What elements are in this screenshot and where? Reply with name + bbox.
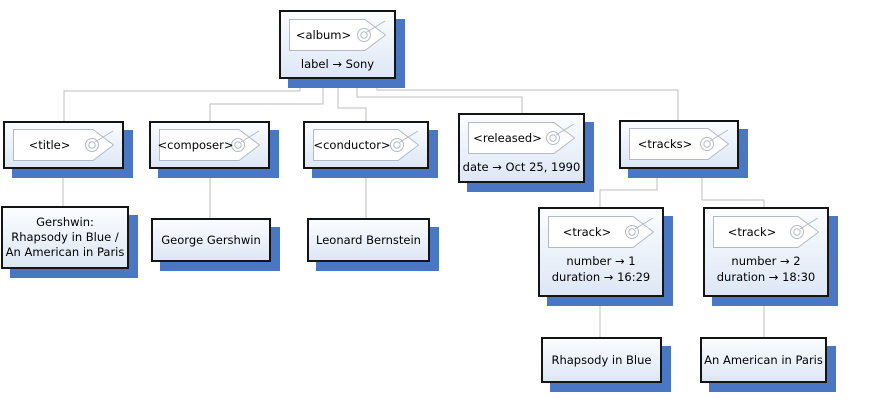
attribute: duration → 18:30: [716, 270, 816, 284]
connector: [376, 79, 679, 121]
node-conductor[interactable]: <conductor>: [303, 121, 429, 169]
tag-icon: <composer>: [157, 129, 260, 161]
tag-icon: <track>: [713, 216, 819, 248]
node-released[interactable]: <released> date → Oct 25, 1990: [458, 113, 585, 183]
attribute: number → 2: [731, 254, 801, 268]
value-track-2[interactable]: An American in Paris: [700, 337, 827, 383]
attribute: date → Oct 25, 1990: [462, 160, 581, 174]
connector: [209, 79, 324, 122]
attribute: duration → 16:29: [551, 270, 651, 284]
element-name: <track>: [727, 225, 777, 239]
node-title[interactable]: <title>: [3, 121, 124, 169]
element-name: <album>: [295, 28, 352, 42]
element-name: <tracks>: [637, 137, 693, 151]
tag-icon: <title>: [13, 129, 114, 161]
attribute-list: number → 1 duration → 16:29: [540, 253, 662, 285]
element-name: <composer>: [157, 138, 234, 152]
element-name: <conductor>: [313, 138, 391, 152]
connector: [356, 79, 523, 114]
connector: [337, 79, 367, 122]
element-name: <released>: [473, 131, 542, 145]
node-album[interactable]: <album> label → Sony: [279, 10, 396, 79]
attribute-list: number → 2 duration → 18:30: [705, 253, 827, 285]
attribute-list: label → Sony: [281, 56, 394, 72]
value-title[interactable]: Gershwin: Rhapsody in Blue / An American…: [1, 206, 129, 269]
connector: [63, 79, 301, 122]
value-conductor[interactable]: Leonard Bernstein: [307, 218, 430, 262]
attribute-list: date → Oct 25, 1990: [460, 159, 583, 175]
element-name: <track>: [562, 225, 612, 239]
connector: [701, 168, 765, 208]
tag-icon: <track>: [548, 216, 654, 248]
value-track-1[interactable]: Rhapsody in Blue: [541, 337, 662, 383]
tag-icon: <album>: [289, 19, 386, 51]
tag-icon: <tracks>: [629, 128, 729, 160]
element-name: <title>: [28, 138, 71, 152]
value-composer[interactable]: George Gershwin: [151, 218, 271, 262]
node-track-1[interactable]: <track> number → 1 duration → 16:29: [538, 207, 664, 297]
attribute: label → Sony: [300, 57, 375, 71]
tag-icon: <conductor>: [313, 129, 419, 161]
tag-icon: <released>: [468, 122, 575, 154]
connector: [599, 168, 658, 208]
node-track-2[interactable]: <track> number → 2 duration → 18:30: [703, 207, 829, 297]
attribute: number → 1: [566, 254, 636, 268]
node-tracks[interactable]: <tracks>: [619, 120, 739, 169]
node-composer[interactable]: <composer>: [149, 121, 270, 169]
